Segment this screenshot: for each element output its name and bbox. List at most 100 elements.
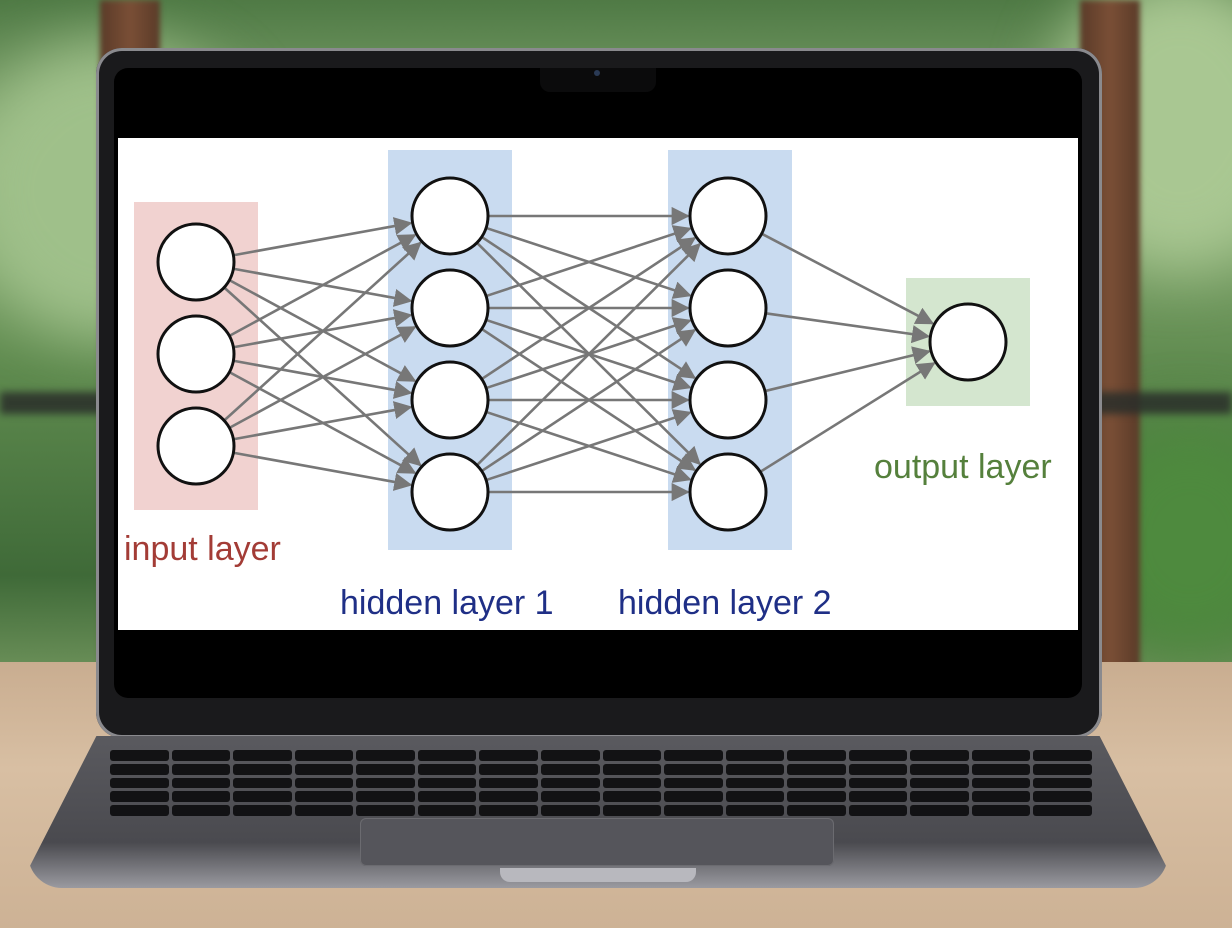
keyboard-key[interactable]: [171, 777, 231, 789]
keyboard-key[interactable]: [848, 750, 908, 761]
keyboard-key[interactable]: [910, 805, 969, 816]
keyboard-key[interactable]: [479, 750, 538, 761]
neural-network-slide: input layer hidden layer 1 hidden layer …: [118, 138, 1078, 630]
connection-arrow: [233, 451, 413, 491]
keyboard-key[interactable]: [787, 805, 846, 816]
keyboard-key[interactable]: [848, 777, 908, 789]
neural-network-diagram: input layer hidden layer 1 hidden layer …: [124, 150, 1052, 622]
keyboard-key[interactable]: [787, 763, 846, 775]
keyboard-key[interactable]: [356, 791, 415, 803]
keyboard-key[interactable]: [848, 791, 908, 803]
keyboard-key[interactable]: [417, 791, 477, 803]
trackpad[interactable]: [360, 818, 834, 866]
output-neuron: [928, 302, 1008, 382]
keyboard-key[interactable]: [1033, 750, 1092, 761]
keyboard-key[interactable]: [664, 791, 723, 803]
keyboard-key[interactable]: [971, 777, 1031, 789]
keyboard-key[interactable]: [1033, 805, 1092, 816]
keyboard-key[interactable]: [848, 805, 908, 816]
keyboard-key[interactable]: [417, 805, 477, 816]
connection-arrow: [228, 325, 417, 430]
keyboard-key[interactable]: [540, 791, 600, 803]
keyboard-key[interactable]: [110, 763, 169, 775]
connection-arrow: [485, 225, 692, 298]
keyboard-key[interactable]: [294, 763, 354, 775]
keyboard-key[interactable]: [294, 750, 354, 761]
keyboard-key[interactable]: [910, 763, 969, 775]
keyboard-key[interactable]: [171, 750, 231, 761]
keyboard-key[interactable]: [110, 777, 169, 789]
keyboard-key[interactable]: [479, 763, 538, 775]
keyboard-key[interactable]: [725, 750, 785, 761]
keyboard-key[interactable]: [110, 750, 169, 761]
keyboard-key[interactable]: [1033, 791, 1092, 803]
keyboard: [110, 750, 1092, 816]
keyboard-key[interactable]: [356, 805, 415, 816]
keyboard-key[interactable]: [725, 791, 785, 803]
keyboard-key[interactable]: [540, 805, 600, 816]
keyboard-key[interactable]: [233, 805, 292, 816]
keyboard-key[interactable]: [664, 777, 723, 789]
hidden1-neuron: [410, 360, 490, 440]
keyboard-key[interactable]: [1033, 763, 1092, 775]
input-neuron: [156, 314, 236, 394]
keyboard-key[interactable]: [479, 791, 538, 803]
neurons: [156, 176, 1008, 532]
keyboard-key[interactable]: [417, 750, 477, 761]
keyboard-key[interactable]: [971, 805, 1031, 816]
keyboard-key[interactable]: [664, 763, 723, 775]
keyboard-key[interactable]: [602, 805, 662, 816]
keyboard-key[interactable]: [294, 791, 354, 803]
connections: [223, 206, 936, 502]
output-layer-label: output layer: [874, 448, 1052, 486]
keyboard-key[interactable]: [356, 777, 415, 789]
keyboard-key[interactable]: [479, 805, 538, 816]
hidden1-neuron: [410, 268, 490, 348]
keyboard-key[interactable]: [110, 805, 169, 816]
keyboard-key[interactable]: [233, 750, 292, 761]
keyboard-key[interactable]: [171, 763, 231, 775]
keyboard-key[interactable]: [602, 763, 662, 775]
keyboard-key[interactable]: [725, 805, 785, 816]
keyboard-key[interactable]: [971, 791, 1031, 803]
keyboard-key[interactable]: [540, 777, 600, 789]
keyboard-key[interactable]: [910, 791, 969, 803]
keyboard-key[interactable]: [664, 750, 723, 761]
keyboard-key[interactable]: [294, 805, 354, 816]
keyboard-key[interactable]: [910, 750, 969, 761]
keyboard-key[interactable]: [110, 791, 169, 803]
connection-arrow: [233, 401, 413, 441]
keyboard-key[interactable]: [602, 750, 662, 761]
keyboard-key[interactable]: [233, 777, 292, 789]
keyboard-key[interactable]: [356, 763, 415, 775]
keyboard-key[interactable]: [602, 791, 662, 803]
keyboard-key[interactable]: [233, 763, 292, 775]
keyboard-key[interactable]: [1033, 777, 1092, 789]
hidden2-neuron: [688, 268, 768, 348]
keyboard-key[interactable]: [787, 750, 846, 761]
connection-arrow: [476, 242, 701, 467]
keyboard-key[interactable]: [417, 763, 477, 775]
keyboard-key[interactable]: [602, 777, 662, 789]
keyboard-key[interactable]: [848, 763, 908, 775]
connection-arrow: [764, 346, 931, 393]
keyboard-key[interactable]: [971, 763, 1031, 775]
keyboard-key[interactable]: [664, 805, 723, 816]
keyboard-key[interactable]: [294, 777, 354, 789]
keyboard-key[interactable]: [540, 763, 600, 775]
keyboard-key[interactable]: [971, 750, 1031, 761]
keyboard-key[interactable]: [171, 791, 231, 803]
input-neuron: [156, 406, 236, 486]
keyboard-key[interactable]: [787, 791, 846, 803]
keyboard-key[interactable]: [356, 750, 415, 761]
keyboard-key[interactable]: [417, 777, 477, 789]
keyboard-key[interactable]: [479, 777, 538, 789]
keyboard-key[interactable]: [540, 750, 600, 761]
connection-arrow: [480, 328, 697, 473]
keyboard-key[interactable]: [171, 805, 231, 816]
keyboard-key[interactable]: [910, 777, 969, 789]
keyboard-key[interactable]: [787, 777, 846, 789]
keyboard-key[interactable]: [233, 791, 292, 803]
keyboard-key[interactable]: [725, 763, 785, 775]
keyboard-key[interactable]: [725, 777, 785, 789]
